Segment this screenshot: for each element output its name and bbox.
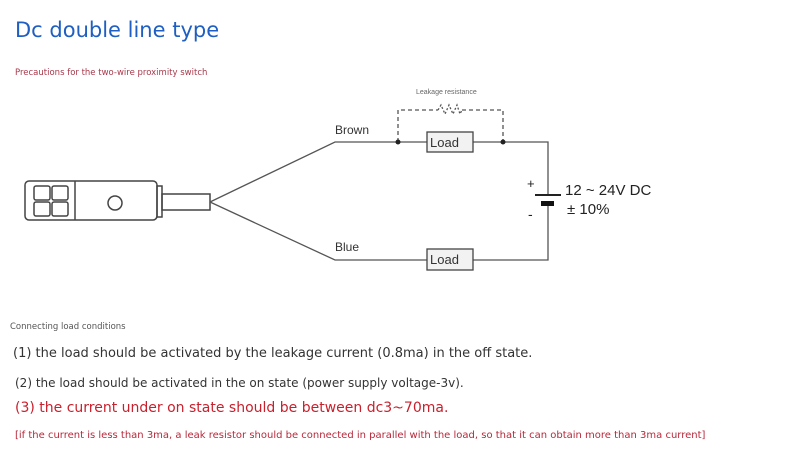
tolerance-label: ± 10% [567, 201, 609, 218]
resistor-icon [437, 103, 463, 116]
condition-2: (2) the load should be activated in the … [15, 376, 464, 390]
condition-3: (3) the current under on state should be… [15, 400, 449, 416]
load-box-top [426, 131, 474, 153]
wiring-diagram: Leakage resistance Brown Blue Load Load … [24, 89, 651, 271]
voltage-label: 12 ~ 24V DC [565, 182, 651, 199]
blue-wire-label: Blue [335, 240, 359, 254]
plus-sign: + [527, 176, 535, 191]
leakage-resistance-label: Leakage resistance [416, 89, 477, 96]
proximity-sensor [24, 180, 211, 221]
wires [209, 103, 549, 261]
indicator-led-icon [107, 195, 123, 211]
condition-note: [if the current is less than 3ma, a leak… [15, 430, 706, 441]
page-title: Dc double line type [15, 18, 220, 42]
subtitle: Precautions for the two-wire proximity s… [15, 68, 208, 78]
brown-wire-label: Brown [335, 123, 369, 137]
load-label-bottom: Load [430, 252, 459, 267]
battery-icon [535, 194, 561, 206]
condition-1: (1) the load should be activated by the … [13, 346, 533, 361]
conditions-heading: Connecting load conditions [10, 322, 126, 332]
minus-sign: - [528, 206, 533, 222]
load-box-bottom [426, 248, 474, 271]
load-label-top: Load [430, 135, 459, 150]
